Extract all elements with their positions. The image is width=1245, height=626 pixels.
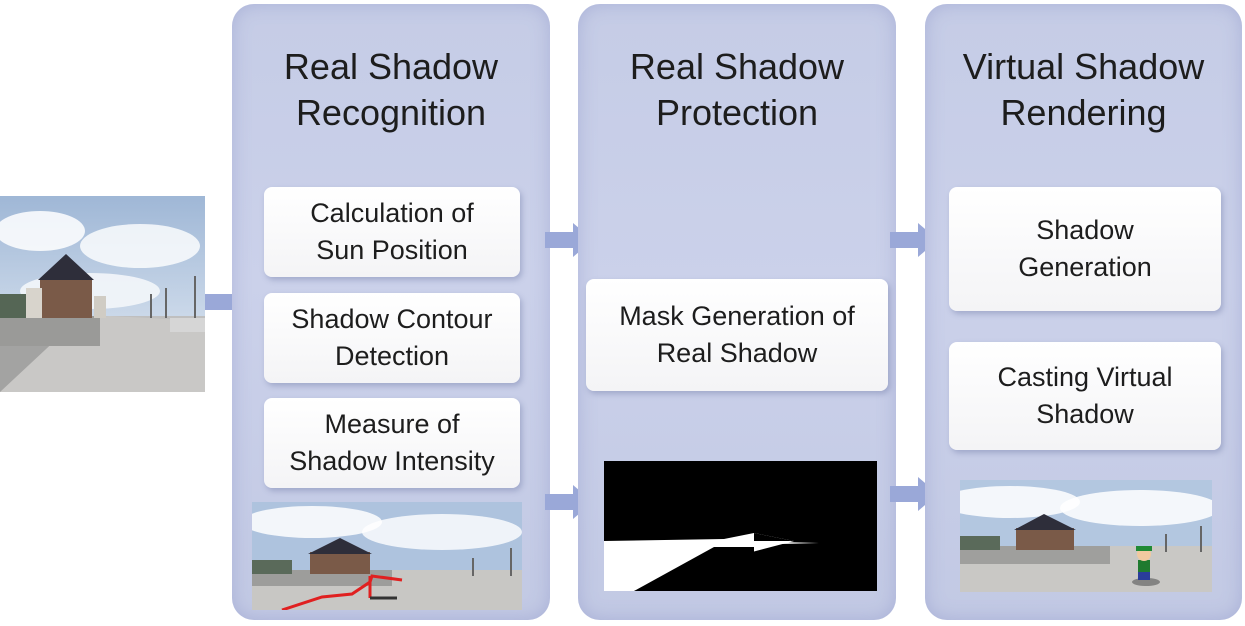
step-shadow-generation: Shadow Generation [949,187,1221,311]
step-contour-detection: Shadow Contour Detection [264,293,520,383]
panel-real-shadow-recognition: Real Shadow Recognition Calculation of S… [232,4,550,620]
step-shadow-intensity: Measure of Shadow Intensity [264,398,520,488]
step-casting-virtual-shadow: Casting Virtual Shadow [949,342,1221,450]
panel-virtual-shadow-rendering: Virtual Shadow Rendering Shadow Generati… [925,4,1242,620]
panel-title: Real Shadow Recognition [283,46,499,133]
panel-title: Virtual Shadow Rendering [962,46,1205,133]
shadow-mask-image [604,461,877,591]
panel-title: Real Shadow Protection [629,46,845,133]
input-photo [0,196,205,392]
step-sun-position: Calculation of Sun Position [264,187,520,277]
rendered-shadow-photo [960,480,1212,592]
step-mask-generation: Mask Generation of Real Shadow [586,279,888,391]
panel-real-shadow-protection: Real Shadow Protection Mask Generation o… [578,4,896,620]
shadow-contour-photo [252,502,522,610]
